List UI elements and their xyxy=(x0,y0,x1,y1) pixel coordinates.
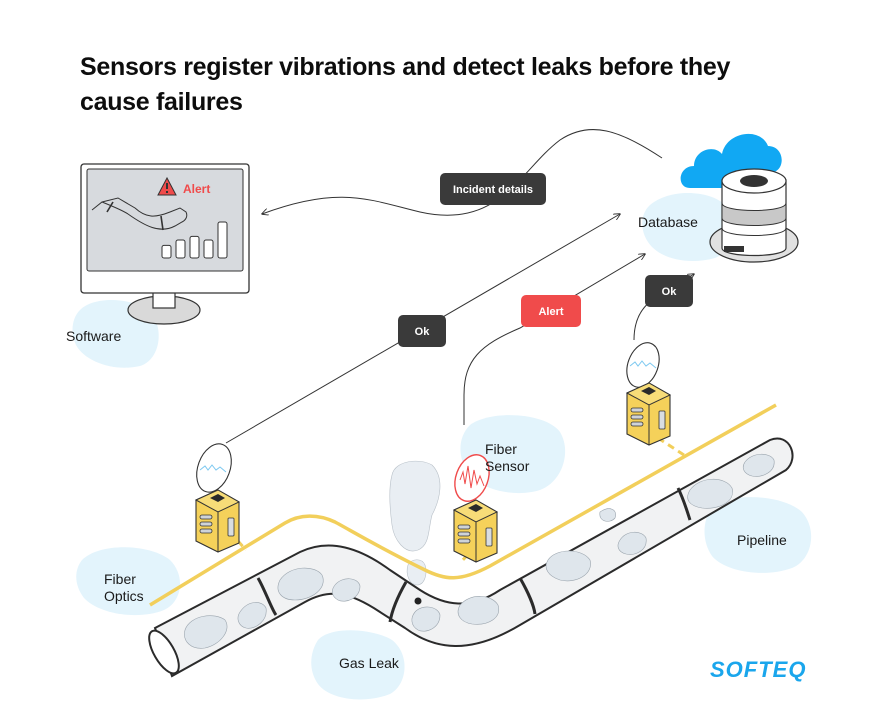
database-label: Database xyxy=(638,214,698,230)
monitor-signal-bars xyxy=(161,221,228,259)
ok-left-badge[interactable]: Ok xyxy=(398,315,446,347)
sensor-left[interactable] xyxy=(190,439,241,553)
pipe-opening xyxy=(148,629,180,675)
gas-leak-blob xyxy=(311,630,405,700)
database-top-hole xyxy=(740,175,768,187)
softeq-logo: SOFTEQ xyxy=(710,657,806,682)
incident-details-badge[interactable]: Incident details xyxy=(440,173,546,205)
alert-line xyxy=(463,254,645,425)
pipe-joints xyxy=(256,487,692,623)
vibration-wave-icon xyxy=(199,464,227,473)
ok-right-badge[interactable]: Ok xyxy=(645,275,693,307)
signal-bar xyxy=(189,235,200,259)
leak-point xyxy=(414,597,422,605)
software-monitor[interactable]: Alert xyxy=(80,163,250,325)
sensor-right[interactable] xyxy=(621,338,672,446)
gas-leak-label: Gas Leak xyxy=(339,655,400,671)
software-label: Software xyxy=(66,328,121,344)
signal-bar xyxy=(161,244,172,259)
pipeline[interactable] xyxy=(143,437,794,678)
monitor-pipe-sketch xyxy=(91,197,188,231)
gas-leak-cloud xyxy=(389,460,441,586)
vibration-wave-icon xyxy=(629,360,657,369)
database-icon[interactable] xyxy=(709,168,799,263)
ok-left-text: Ok xyxy=(415,326,431,338)
fiber-optics-blob xyxy=(76,547,181,616)
vibration-bubble-middle xyxy=(454,454,490,502)
alert-badge[interactable]: Alert xyxy=(521,295,581,327)
vibration-bubble-right xyxy=(626,342,660,388)
pipeline-label: Pipeline xyxy=(737,532,787,548)
page-title: Sensors register vibrations and detect l… xyxy=(80,53,731,116)
sensor-middle[interactable] xyxy=(449,450,499,563)
pipeline-blob xyxy=(704,497,812,573)
incident-details-text: Incident details xyxy=(453,184,533,196)
fiber-optics-label-line2: Optics xyxy=(104,588,144,604)
fiber-sensor-label-line2: Sensor xyxy=(485,458,530,474)
fiber-sensor-label-line1: Fiber xyxy=(485,441,517,457)
monitor-alert-text: Alert xyxy=(183,182,210,196)
ok-right-text: Ok xyxy=(662,286,678,298)
fiber-optics-label-line1: Fiber xyxy=(104,571,136,587)
signal-bar xyxy=(217,221,228,259)
warning-triangle-icon xyxy=(157,176,177,196)
signal-bar xyxy=(203,239,214,259)
signal-bar xyxy=(175,239,186,259)
label-blobs xyxy=(72,192,812,700)
alert-badge-text: Alert xyxy=(538,306,563,318)
alert-wave-icon xyxy=(459,465,485,489)
